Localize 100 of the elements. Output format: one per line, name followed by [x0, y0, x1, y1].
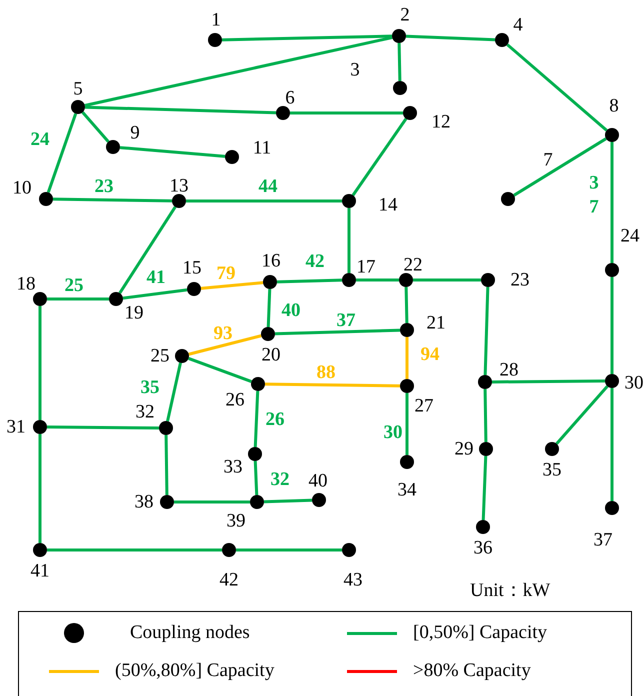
coupling-node — [545, 442, 559, 456]
edge-label: 32 — [270, 468, 290, 492]
node-number: 27 — [414, 396, 434, 416]
node-number: 38 — [134, 492, 154, 512]
coupling-node — [478, 375, 492, 389]
power-line — [266, 288, 272, 328]
power-line — [200, 281, 264, 290]
node-number: 13 — [170, 176, 188, 196]
coupling-node — [605, 374, 619, 388]
node-number: 26 — [226, 390, 244, 410]
power-line — [122, 288, 188, 300]
coupling-node — [276, 106, 290, 120]
power-line — [186, 200, 342, 202]
node-number: 2 — [400, 6, 410, 24]
coupling-node — [71, 100, 85, 114]
coupling-node — [479, 442, 493, 456]
coupling-node — [250, 495, 264, 509]
power-line — [290, 112, 403, 114]
node-number: 33 — [224, 458, 242, 476]
power-line — [174, 500, 250, 504]
node-number: 10 — [12, 178, 32, 198]
coupling-node — [172, 194, 186, 208]
edge-label: 79 — [216, 262, 236, 286]
node-number: 23 — [510, 270, 530, 290]
power-line — [610, 142, 614, 263]
legend-text: Coupling nodes — [130, 622, 250, 644]
node-number: 21 — [426, 314, 446, 332]
node-number: 8 — [609, 96, 619, 116]
edge-label: 37 — [588, 171, 600, 219]
edge-label: 24 — [30, 128, 50, 152]
power-line — [556, 385, 608, 445]
coupling-node — [400, 455, 414, 469]
edge-label: 35 — [140, 376, 160, 400]
node-number: 17 — [356, 258, 376, 276]
coupling-node — [392, 29, 406, 43]
node-number: 5 — [73, 80, 83, 98]
edge-label: 26 — [266, 408, 284, 432]
power-line — [348, 208, 350, 273]
power-line — [492, 380, 606, 384]
power-line — [52, 198, 172, 202]
node-number: 9 — [130, 124, 140, 142]
power-line — [84, 36, 392, 107]
node-number: 18 — [16, 274, 36, 294]
power-line — [264, 382, 400, 388]
coupling-node — [33, 292, 47, 306]
coupling-node — [39, 192, 53, 206]
edge-label: 23 — [94, 175, 114, 199]
node-number: 28 — [500, 360, 518, 380]
power-line — [356, 278, 399, 282]
power-line — [406, 393, 408, 455]
power-line — [188, 357, 252, 383]
legend-text: [0,50%] Capacity — [413, 622, 548, 644]
coupling-node — [605, 501, 619, 515]
coupling-node — [225, 150, 239, 164]
node-number: 25 — [150, 346, 170, 366]
node-number: 24 — [620, 226, 640, 246]
node-number: 12 — [432, 112, 450, 132]
edge-label: 37 — [336, 309, 356, 333]
edge-label: 25 — [64, 274, 84, 298]
power-line — [222, 34, 392, 42]
power-line — [38, 434, 42, 543]
coupling-node — [605, 263, 619, 277]
coupling-node — [399, 273, 413, 287]
edge-label: 41 — [146, 266, 166, 290]
power-line — [406, 34, 496, 42]
power-line — [482, 456, 488, 520]
power-line — [398, 42, 402, 82]
node-number: 43 — [344, 570, 362, 590]
power-line — [513, 137, 607, 197]
node-number: 7 — [543, 150, 553, 170]
power-line — [610, 388, 614, 501]
node-number: 3 — [350, 60, 360, 80]
node-number: 29 — [454, 440, 474, 458]
coupling-node — [400, 379, 414, 393]
power-line — [46, 426, 160, 430]
coupling-node — [342, 194, 356, 208]
node-number: 16 — [262, 252, 280, 270]
coupling-node — [393, 81, 407, 95]
coupling-node — [159, 421, 173, 435]
node-number: 32 — [136, 402, 154, 422]
power-line — [38, 306, 42, 420]
node-number: 31 — [6, 418, 26, 436]
power-line — [484, 286, 490, 376]
node-number: 30 — [624, 374, 644, 392]
node-number: 15 — [182, 258, 202, 278]
node-number: 1 — [211, 10, 221, 30]
power-line — [118, 206, 176, 294]
power-line — [413, 278, 481, 282]
coupling-node — [106, 140, 120, 154]
edge-label: 30 — [384, 421, 402, 445]
power-line — [276, 278, 342, 284]
power-line — [406, 337, 408, 379]
node-number: 40 — [308, 472, 328, 490]
power-line — [274, 328, 400, 336]
legend-text: (50%,80%] Capacity — [115, 660, 274, 682]
node-number: 20 — [262, 346, 280, 364]
coupling-node — [175, 349, 189, 363]
unit-note: Unit：kW — [470, 579, 550, 603]
coupling-node — [160, 495, 174, 509]
node-number: 41 — [30, 562, 50, 580]
